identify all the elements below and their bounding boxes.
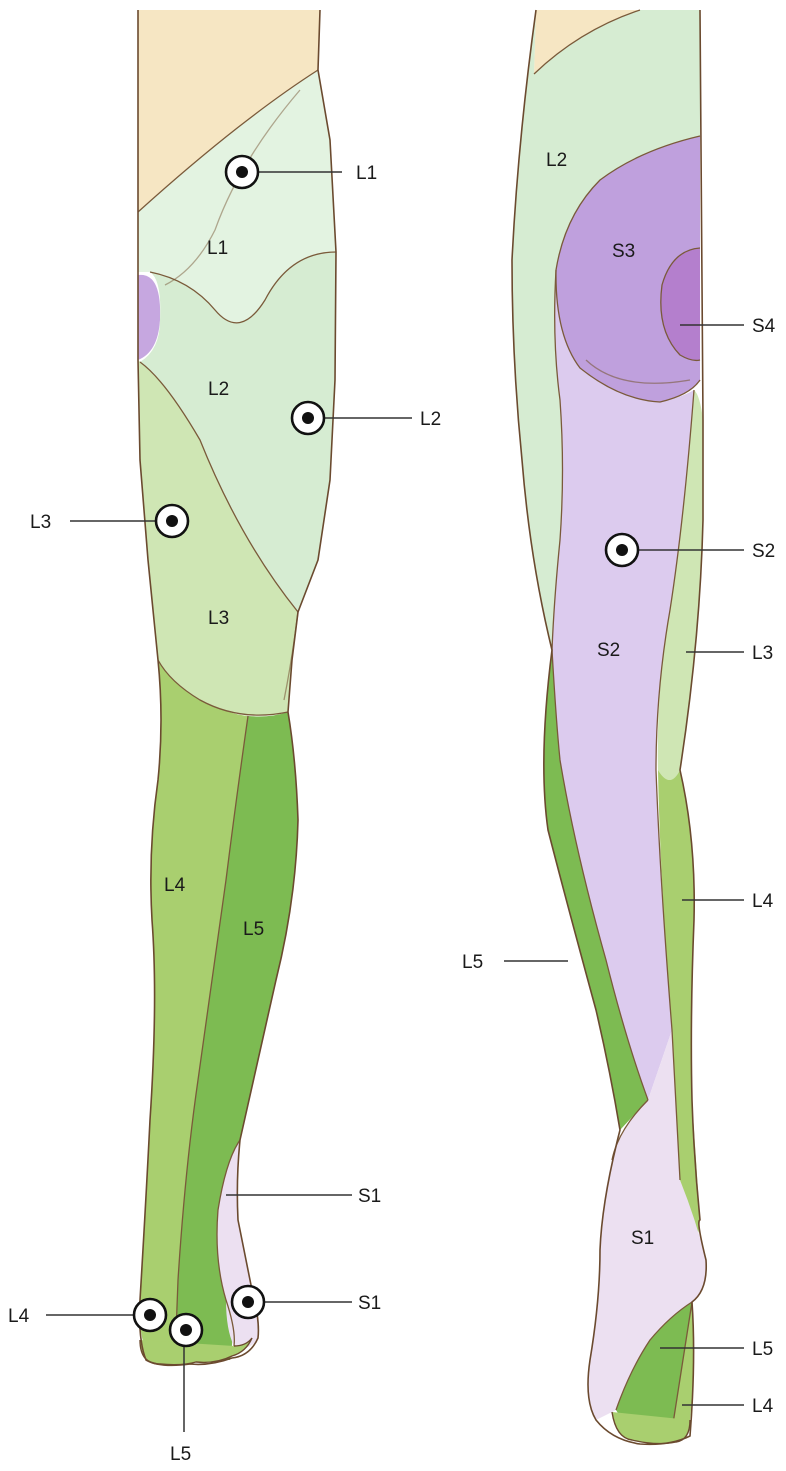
anterior-label-l2: L2 bbox=[208, 379, 229, 400]
anterior-label-l4: L4 bbox=[164, 875, 186, 896]
anterior-leg-view bbox=[138, 10, 336, 1365]
posterior-callout-s2: S2 bbox=[752, 541, 775, 562]
anterior-callout-l3: L3 bbox=[30, 512, 51, 533]
l4-foot-marker-icon bbox=[134, 1299, 166, 1331]
posterior-callout-s4: S4 bbox=[752, 316, 776, 337]
anterior-callout-l4-foot: L4 bbox=[8, 1306, 30, 1327]
posterior-callout-l5: L5 bbox=[462, 952, 483, 973]
l3-marker-icon bbox=[156, 505, 188, 537]
anterior-label-l3: L3 bbox=[208, 608, 229, 629]
anterior-label-l5: L5 bbox=[243, 919, 264, 940]
l5-foot-marker-icon bbox=[170, 1314, 202, 1346]
anterior-callout-s1-foot: S1 bbox=[358, 1293, 381, 1314]
posterior-callout-l3: L3 bbox=[752, 643, 773, 664]
posterior-label-l2: L2 bbox=[546, 150, 567, 171]
anterior-callout-l5-foot: L5 bbox=[170, 1444, 191, 1465]
posterior-leg-view bbox=[512, 10, 706, 1444]
posterior-label-s1: S1 bbox=[631, 1228, 654, 1249]
posterior-callout-l5-foot: L5 bbox=[752, 1339, 773, 1360]
posterior-label-s2: S2 bbox=[597, 640, 620, 661]
l1-marker-icon bbox=[226, 156, 258, 188]
posterior-label-s3: S3 bbox=[612, 241, 635, 262]
s2-marker-icon bbox=[606, 534, 638, 566]
anterior-callout-s1-ankle: S1 bbox=[358, 1186, 381, 1207]
anterior-label-l1: L1 bbox=[207, 238, 228, 259]
anterior-callout-l2: L2 bbox=[420, 409, 441, 430]
anterior-callout-l1: L1 bbox=[356, 163, 377, 184]
s1-foot-marker-icon bbox=[232, 1286, 264, 1318]
posterior-callout-l4: L4 bbox=[752, 891, 774, 912]
posterior-callout-l4-foot: L4 bbox=[752, 1396, 774, 1417]
l2-marker-icon bbox=[292, 402, 324, 434]
